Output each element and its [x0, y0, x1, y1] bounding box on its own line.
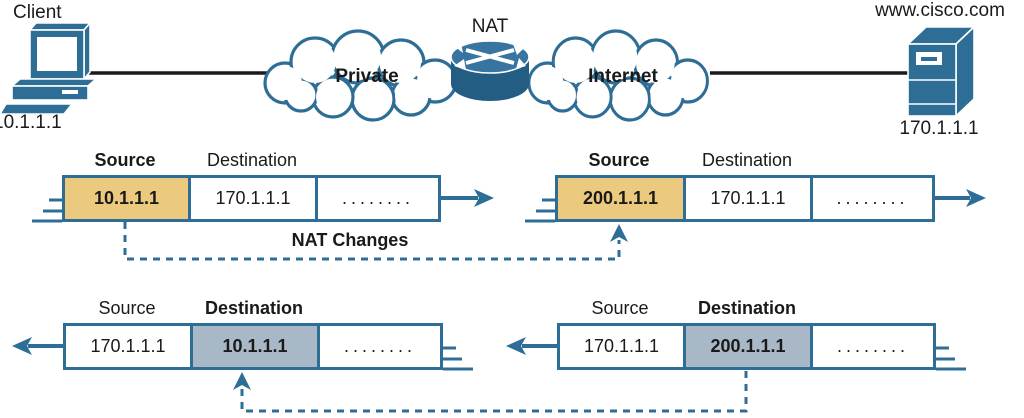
packet-payload-cell: ........ — [318, 178, 438, 219]
packet-source-cell: 170.1.1.1 — [66, 326, 193, 367]
packet-source-cell: 170.1.1.1 — [560, 326, 686, 367]
source-label: Source — [94, 150, 156, 170]
packet-outbound-private: 10.1.1.1 170.1.1.1 ........ — [62, 175, 441, 222]
client-computer-icon — [0, 20, 99, 115]
internet-cloud-label: Internet — [588, 66, 658, 87]
packet-source-cell: 10.1.1.1 — [65, 178, 191, 219]
packet-payload-cell: ........ — [813, 326, 933, 367]
client-label: Client — [13, 2, 62, 23]
nat-label: NAT — [471, 16, 509, 37]
source-label: Source — [588, 150, 650, 170]
source-label: Source — [591, 298, 649, 318]
destination-label: Destination — [206, 150, 298, 170]
destination-label: Destination — [701, 150, 793, 170]
destination-label: Destination — [204, 298, 304, 318]
source-label: Source — [98, 298, 156, 318]
packet-inbound-private: 170.1.1.1 10.1.1.1 ........ — [63, 323, 443, 370]
inbound-arrow-internet — [506, 337, 557, 355]
packet-source-cell: 200.1.1.1 — [558, 178, 686, 219]
packet-payload-cell: ........ — [813, 178, 932, 219]
packet-destination-cell: 200.1.1.1 — [686, 326, 813, 367]
packet-destination-cell: 170.1.1.1 — [191, 178, 318, 219]
packet-trailer-marks — [32, 198, 966, 371]
outbound-arrow-private — [441, 189, 494, 207]
packet-outbound-internet: 200.1.1.1 170.1.1.1 ........ — [555, 175, 935, 222]
private-cloud-icon — [263, 29, 458, 122]
packet-destination-cell: 170.1.1.1 — [686, 178, 813, 219]
internet-cloud-icon — [527, 29, 709, 122]
packet-payload-cell: ........ — [320, 326, 440, 367]
server-icon — [905, 25, 977, 118]
nat-destination-change-connector — [233, 371, 748, 413]
nat-router-icon — [450, 40, 530, 101]
nat-source-change-connector — [123, 222, 628, 261]
packet-destination-cell: 10.1.1.1 — [193, 326, 320, 367]
private-cloud-label: Private — [335, 66, 399, 87]
server-name: www.cisco.com — [875, 0, 1005, 21]
nat-changes-label: NAT Changes — [291, 230, 409, 250]
client-ip: 10.1.1.1 — [0, 112, 62, 133]
outbound-arrow-internet — [935, 189, 986, 207]
inbound-arrow-private — [12, 337, 63, 355]
server-ip: 170.1.1.1 — [899, 118, 979, 139]
destination-label: Destination — [697, 298, 797, 318]
packet-inbound-internet: 170.1.1.1 200.1.1.1 ........ — [557, 323, 936, 370]
